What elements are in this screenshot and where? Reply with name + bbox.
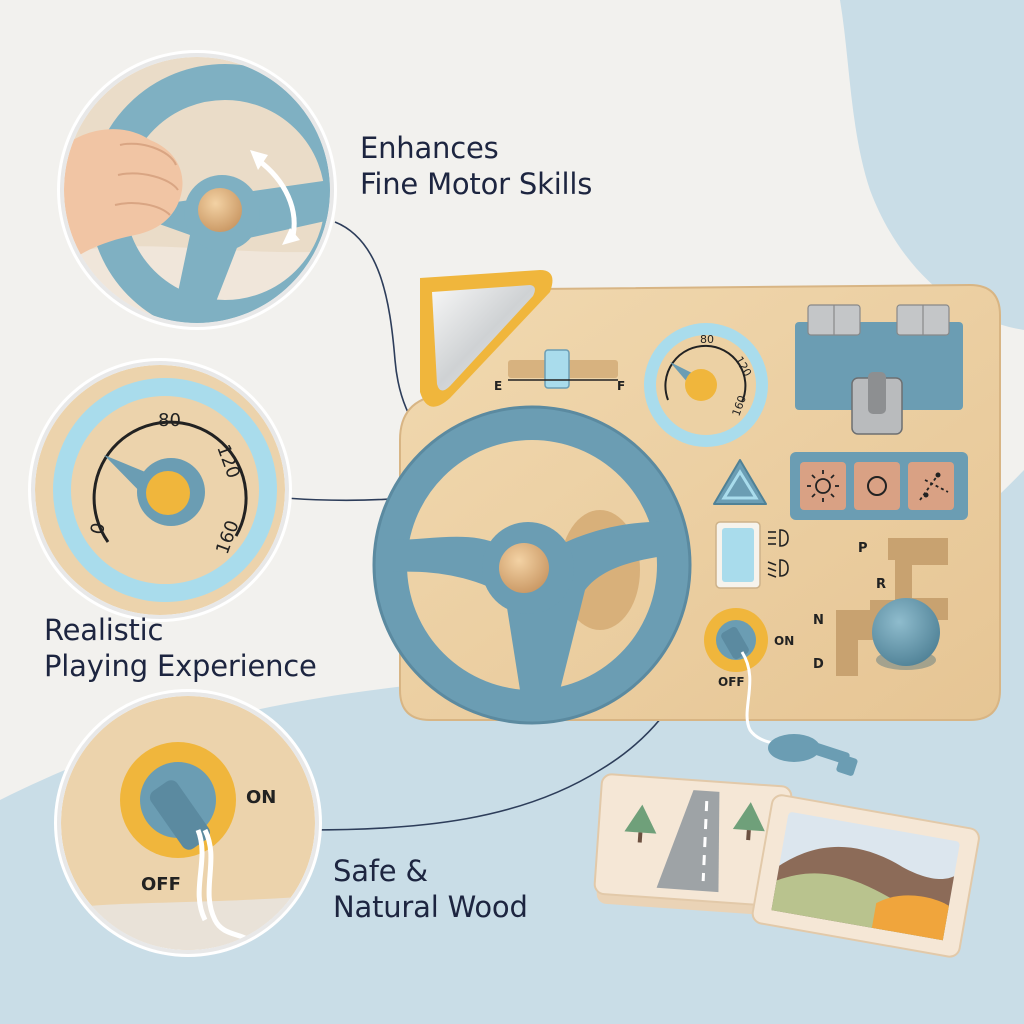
corner-background [840,0,1024,330]
hazard-triangle-icon[interactable] [713,459,767,505]
board-speedometer[interactable] [644,323,768,447]
road-card [593,773,793,908]
gear-shifter[interactable] [836,538,948,676]
feature-label-line: Enhances [360,131,499,165]
headlight-switch[interactable] [715,521,761,589]
latch-door[interactable] [795,304,963,435]
callout-tick-0: 0 [87,521,110,536]
circle-icon[interactable] [854,462,900,510]
ignition-on-label: ON [774,634,794,648]
feature-label-line: Safe & [333,854,428,888]
gear-drive-label: D [813,657,824,672]
feature-label-safe-wood: Safe & Natural Wood [333,853,528,925]
button-panel [790,452,968,520]
ignition-off-label: OFF [718,675,745,689]
callout-ignition-off-label: OFF [141,874,181,895]
sparkle-icon[interactable] [908,462,954,510]
gear-park-label: P [858,541,868,556]
busy-board: E F 80 120 160 [372,270,1001,777]
gear-reverse-label: R [876,577,886,592]
sun-icon[interactable] [800,462,846,510]
mirror-icon[interactable] [420,270,553,407]
callout-circle-steering [57,50,337,330]
feature-label-realistic: Realistic Playing Experience [44,612,317,684]
fuel-full-label: F [617,379,625,393]
story-cards [593,773,980,958]
feature-label-line: Fine Motor Skills [360,167,593,201]
callout-tick-80: 80 [158,410,181,431]
board-ignition[interactable] [704,608,768,672]
tree-icon [624,804,657,843]
key-icon[interactable] [768,734,858,777]
gear-neutral-label: N [813,613,824,628]
landscape-card [751,794,980,958]
steering-wheel[interactable] [372,405,692,725]
speed-tick-80: 80 [700,333,714,346]
feature-label-line: Playing Experience [44,649,317,683]
callout-circle-speedometer [28,358,292,622]
feature-label-line: Natural Wood [333,890,528,924]
headlight-icon [767,529,789,578]
fuel-empty-label: E [494,379,502,393]
fuel-slider[interactable] [508,349,618,389]
feature-label-fine-motor: Enhances Fine Motor Skills [360,130,592,202]
feature-label-line: Realistic [44,613,164,647]
callout-ignition-on-label: ON [246,787,276,808]
tree-icon [732,802,765,841]
